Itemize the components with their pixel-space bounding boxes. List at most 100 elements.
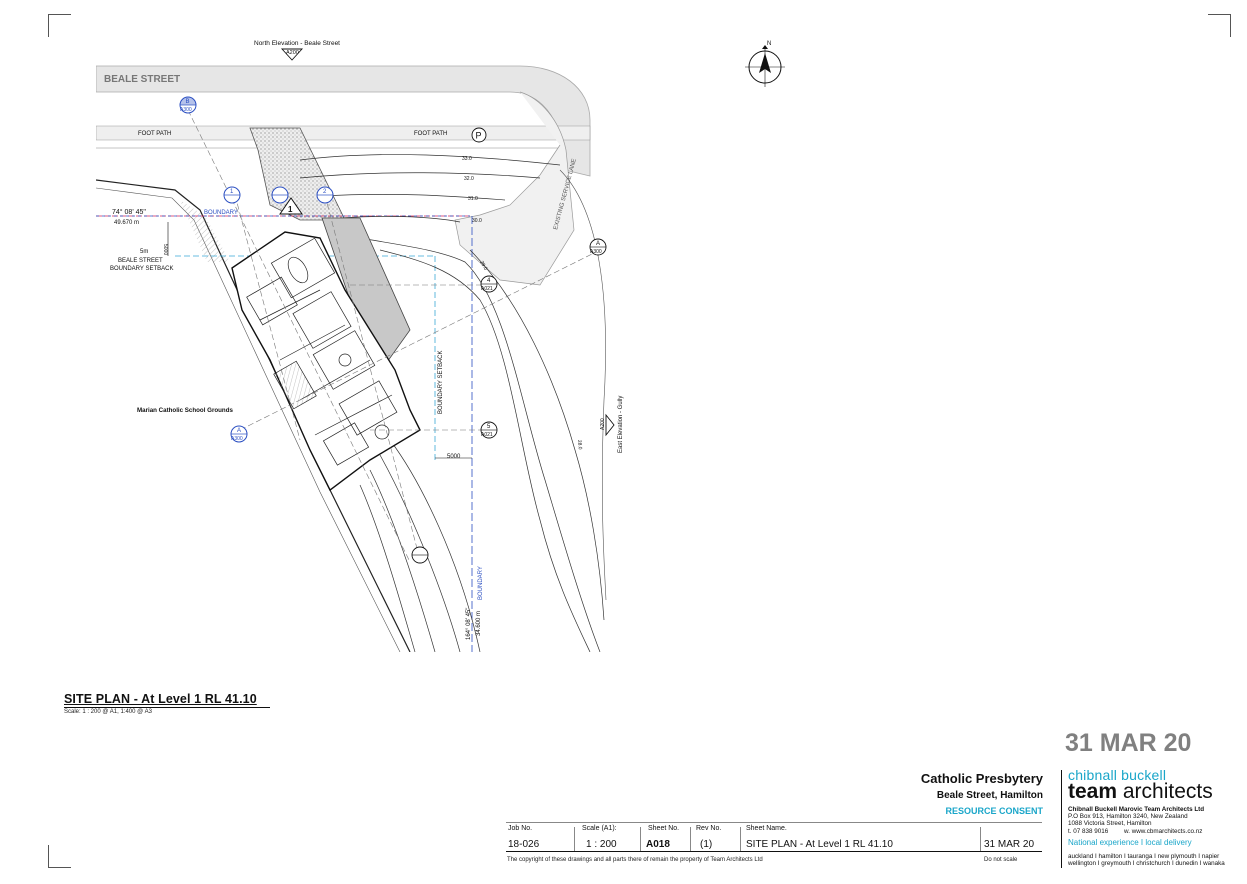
project-stage: RESOURCE CONSENT [945, 806, 1043, 816]
firm-name-line2: team architects [1068, 780, 1213, 803]
job-no-label: Job No. [508, 825, 533, 832]
col-divider-2 [640, 827, 641, 851]
sheet-title-underline [64, 707, 270, 708]
north-elevation-ref: A200 [286, 50, 299, 56]
section-b-sheet: A300 [180, 107, 192, 113]
firm-address-2: 1088 Victoria Street, Hamilton [1068, 820, 1152, 827]
section-1-triangle-number: 1 [288, 205, 293, 214]
sheet-name-value: SITE PLAN - At Level 1 RL 41.10 [746, 839, 893, 850]
school-grounds-label: Marian Catholic School Grounds [137, 407, 233, 414]
bottom-boundary-angle: 164° 08' 45" [466, 608, 472, 640]
crop-mark-top-right [1208, 14, 1231, 37]
boundary-angle: 74° 08' 45" [112, 208, 146, 216]
firm-legal-name: Chibnall Buckell Marovic Team Architects… [1068, 806, 1205, 813]
section-b-marker-icon [179, 96, 197, 114]
section-2-number: 2 [323, 189, 327, 195]
boundary-label: BOUNDARY [204, 210, 238, 216]
do-not-scale-note: Do not scale [984, 857, 1018, 863]
bottom-boundary-length: 34.600 m [476, 611, 482, 636]
contour-label-3: 31.0 [468, 196, 478, 202]
setback-5000-vertical: 5000 [162, 244, 168, 255]
col-divider-1 [574, 827, 575, 851]
sheet-name-label: Sheet Name. [746, 825, 787, 832]
east-elevation-ref: A200 [600, 418, 606, 430]
east-elevation-label: East Elevation - Gully [618, 396, 624, 453]
job-no-value: 18-026 [508, 839, 540, 850]
detail-4-marker-icon [480, 275, 498, 293]
north-elevation-label: North Elevation - Beale Street [254, 40, 340, 47]
contour-label-4: 30.0 [472, 218, 482, 224]
section-a-marker-icon [230, 425, 248, 443]
north-symbol-text: N [767, 41, 771, 47]
col-divider-3 [690, 827, 691, 851]
section-2-marker-icon [316, 186, 334, 204]
project-name: Catholic Presbytery [920, 771, 1043, 786]
scale-value: 1 : 200 [586, 839, 617, 850]
section-1-marker-icon [223, 186, 241, 204]
crop-mark-top-left [48, 14, 71, 37]
project-location: Beale Street, Hamilton [936, 790, 1043, 801]
driveway-paving [249, 127, 346, 221]
section-a-right-sheet: A300 [590, 249, 602, 255]
roof-deck-area [321, 217, 411, 373]
foot-path-label-2: FOOT PATH [414, 131, 447, 137]
north-arrow-icon [745, 45, 785, 87]
detail-4-sheet: A021 [481, 286, 493, 292]
section-a-sheet: A300 [231, 436, 243, 442]
date-stamp: 31 MAR 20 [1065, 729, 1192, 757]
neighbour-hatch [180, 200, 230, 262]
contour-label-5: 29.0 [478, 260, 488, 272]
east-elevation-marker-icon [605, 413, 615, 437]
sheet-no-value: A018 [646, 839, 670, 850]
firm-phone: t. 07 838 9016 [1068, 828, 1109, 835]
sheet-no-label: Sheet No. [648, 825, 680, 832]
firm-tagline: National experience I local delivery [1068, 838, 1192, 847]
rev-no-value: (1) [700, 839, 713, 850]
firm-website[interactable]: w. www.cbmarchitects.co.nz [1124, 828, 1203, 835]
parking-symbol-text: P [476, 131, 482, 141]
contour-lines [299, 154, 605, 652]
title-block-top-rule [506, 822, 1042, 823]
col-divider-4 [740, 827, 741, 851]
beale-setback-label-1: BEALE STREET [118, 258, 163, 264]
beale-setback-label-2: BOUNDARY SETBACK [110, 266, 173, 272]
firm-address-1: P.O Box 913, Hamilton 3240, New Zealand [1068, 813, 1188, 820]
crop-mark-bottom-left [48, 845, 71, 868]
section-b-letter: B [186, 99, 190, 105]
title-block-bottom-rule [506, 851, 1042, 852]
contour-label-6: 28.0 [576, 440, 583, 450]
foot-path-label-1: FOOT PATH [138, 131, 171, 137]
north-elevation-marker-icon [280, 48, 304, 61]
firm-divider [1061, 770, 1062, 868]
detail-5-sheet: A021 [481, 432, 493, 438]
setback-5000-horizontal: 5000 [447, 454, 461, 460]
sheet-title: SITE PLAN - At Level 1 RL 41.10 [64, 692, 257, 706]
title-block: Job No. 18-026 Scale (A1): 1 : 200 Sheet… [506, 822, 1042, 852]
section-1b-marker-icon [271, 186, 289, 204]
detail-5-number: 5 [487, 424, 491, 430]
section-a-letter: A [237, 428, 241, 434]
west-boundary [96, 179, 411, 652]
foot-path-band [96, 125, 591, 141]
boundary-setback-vertical: BOUNDARY SETBACK [438, 351, 444, 414]
detail-4-number: 4 [487, 278, 491, 284]
contour-label-1: 33.0 [462, 156, 472, 162]
sheet-scale-note: Scale: 1 : 200 @ A1, 1:400 @ A3 [64, 709, 152, 715]
title-block-date: 31 MAR 20 [984, 839, 1035, 850]
copyright-note: The copyright of these drawings and all … [507, 857, 763, 863]
section-a-right-marker-icon [589, 238, 607, 256]
setback-5m: 5m [140, 249, 148, 255]
street-name-label: BEALE STREET [104, 74, 180, 85]
col-divider-5 [980, 827, 981, 851]
firm-cities-1: auckland I hamilton I tauranga I new ply… [1068, 853, 1220, 860]
contour-label-2: 32.0 [464, 176, 474, 182]
rev-no-label: Rev No. [696, 825, 722, 832]
scale-label: Scale (A1): [582, 825, 617, 832]
bottom-boundary-label: BOUNDARY [478, 566, 484, 600]
firm-name-rest: architects [1117, 780, 1213, 803]
section-1-number: 1 [230, 189, 234, 195]
section-a-right-letter: A [596, 241, 600, 247]
firm-name-bold: team [1068, 780, 1118, 803]
section-1-triangle-icon [279, 197, 303, 215]
